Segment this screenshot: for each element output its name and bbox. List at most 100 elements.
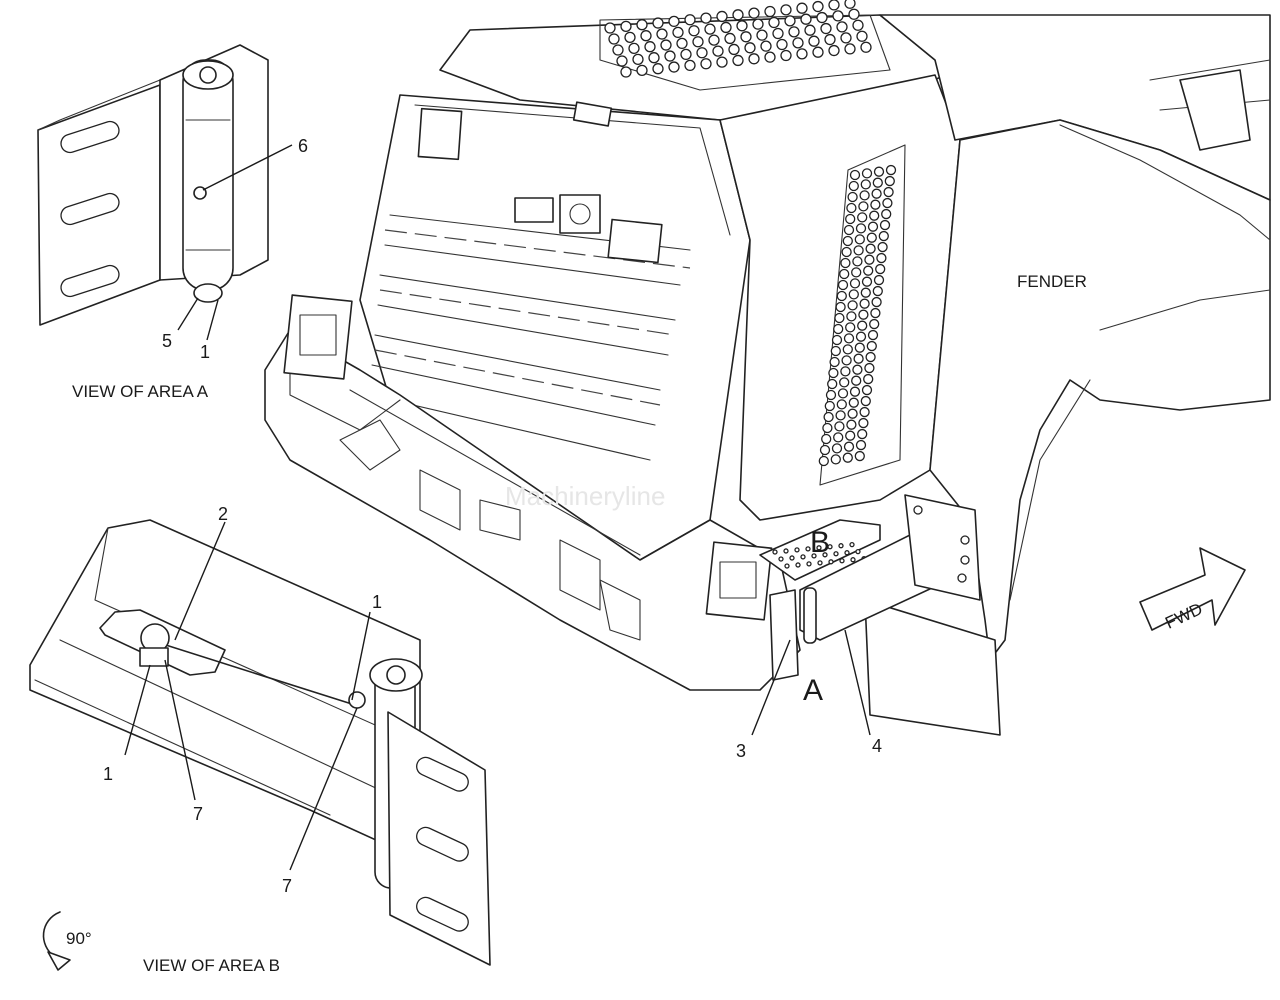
side-vent-hole xyxy=(881,208,892,220)
hood-vent-hole xyxy=(856,30,868,42)
hood-vent-hole xyxy=(688,25,700,37)
hood-vent-hole xyxy=(844,0,856,9)
hood-vent-hole xyxy=(816,11,828,24)
side-vent-hole xyxy=(846,311,857,322)
side-vent-hole xyxy=(883,186,894,198)
hood-vent-hole xyxy=(716,10,728,23)
side-vent-hole xyxy=(859,406,870,418)
side-vent-hole xyxy=(846,419,857,430)
hood-vent-hole xyxy=(804,24,816,36)
step-tread-hole xyxy=(838,543,844,549)
machine-main-view: FENDER B A 3 4 xyxy=(264,0,1271,761)
rotation-arrow-icon xyxy=(42,911,61,958)
step-tread-hole xyxy=(850,557,856,563)
side-vent-hole xyxy=(876,252,887,264)
hood-vent-hole xyxy=(828,44,840,57)
hood-vent-hole xyxy=(620,20,632,33)
hood-vent-hole xyxy=(832,10,844,22)
hood-vent-hole xyxy=(696,47,708,59)
side-vent-hole xyxy=(830,454,841,465)
hood-vent-hole xyxy=(652,17,664,29)
side-vent-hole xyxy=(861,168,873,179)
hood-vent-hole xyxy=(828,0,840,11)
side-vent-hole xyxy=(873,166,885,177)
hood-vent-hole xyxy=(636,64,648,76)
step-hinge-plate xyxy=(769,589,799,681)
step-tread-hole xyxy=(855,549,861,555)
step-tread-hole xyxy=(811,553,817,559)
side-vent-hole xyxy=(853,245,864,256)
hood-grille xyxy=(599,0,891,91)
hood-vent-hole xyxy=(700,12,712,24)
side-vent-hole xyxy=(858,309,869,320)
leader-3 xyxy=(751,639,791,736)
side-vent-hole xyxy=(824,400,835,412)
hood-vent-hole xyxy=(648,52,660,64)
side-vent-hole xyxy=(849,169,861,181)
side-vent-hole xyxy=(854,342,865,353)
side-vent-hole xyxy=(865,351,876,363)
hood-vent-hole xyxy=(712,45,724,57)
hood-vent-hole xyxy=(644,41,656,53)
hood-vent-hole xyxy=(788,26,800,38)
side-vent-hole xyxy=(840,366,851,377)
side-vent-hole xyxy=(839,268,850,280)
side-vent-hole xyxy=(837,279,849,291)
side-vent-hole xyxy=(847,191,858,203)
area-b-marker: B xyxy=(810,526,830,559)
view-area-a: 6 5 1 VIEW OF AREA A xyxy=(37,44,308,401)
side-vent-hole xyxy=(870,307,881,319)
side-vent-hole xyxy=(846,202,857,214)
hood-vent-hole xyxy=(664,50,676,62)
hood-vent-hole xyxy=(672,26,684,39)
side-vent-hole xyxy=(845,322,856,333)
callout-b-1-left: 1 xyxy=(103,764,113,784)
side-vent-hole xyxy=(830,345,841,357)
step-tread-hole xyxy=(795,562,801,568)
side-vent-hole xyxy=(867,329,879,341)
callout-4: 4 xyxy=(872,736,882,756)
hood-vent-hole xyxy=(640,30,652,42)
hood-vent-hole xyxy=(668,61,680,73)
a-pin-bottom xyxy=(193,283,223,303)
hood-vent-hole xyxy=(808,35,820,47)
hood-vent-hole xyxy=(732,9,744,21)
side-vent-hole xyxy=(864,254,875,265)
side-vent-hole xyxy=(863,265,874,276)
side-vent-hole xyxy=(834,312,845,324)
hood-vent-hole xyxy=(852,19,864,31)
hood-vent-hole xyxy=(780,4,792,16)
side-vent-hole xyxy=(863,373,874,385)
hood-vent-hole xyxy=(720,21,732,34)
watermark: Machineryline xyxy=(505,481,665,511)
step-tread-hole xyxy=(833,551,839,557)
side-vent-hole xyxy=(861,276,873,287)
side-vent-hole xyxy=(842,344,853,355)
step-tread-hole xyxy=(806,561,812,567)
side-vent-hole xyxy=(866,340,877,352)
hood-vent-hole xyxy=(848,8,860,20)
step-tread-hole xyxy=(784,563,790,569)
hood-vent-hole xyxy=(772,27,784,40)
step-tread-hole xyxy=(844,550,850,556)
side-vent-hole xyxy=(829,356,840,368)
hood-vent-hole xyxy=(684,59,696,72)
hood-vent-hole xyxy=(628,42,640,54)
hood-vent-hole xyxy=(784,15,796,27)
side-vent-hole xyxy=(843,333,855,344)
side-vent-hole xyxy=(869,318,880,330)
side-vent-hole xyxy=(843,441,855,452)
side-vent-hole xyxy=(849,278,861,289)
step-tread-hole xyxy=(839,558,845,564)
side-vent-hole xyxy=(866,232,877,243)
hood-vent-hole xyxy=(820,22,832,35)
side-vent-hole xyxy=(877,241,888,253)
leader-a-1 xyxy=(206,299,219,341)
side-vent-hole xyxy=(858,201,869,212)
hood-vent-hole xyxy=(716,56,728,68)
callout-a-5: 5 xyxy=(162,331,172,351)
b-rod-clip xyxy=(139,647,169,667)
side-vent-hole xyxy=(833,432,844,443)
hood-vent-hole xyxy=(796,48,808,60)
leader-a-6 xyxy=(202,144,293,191)
